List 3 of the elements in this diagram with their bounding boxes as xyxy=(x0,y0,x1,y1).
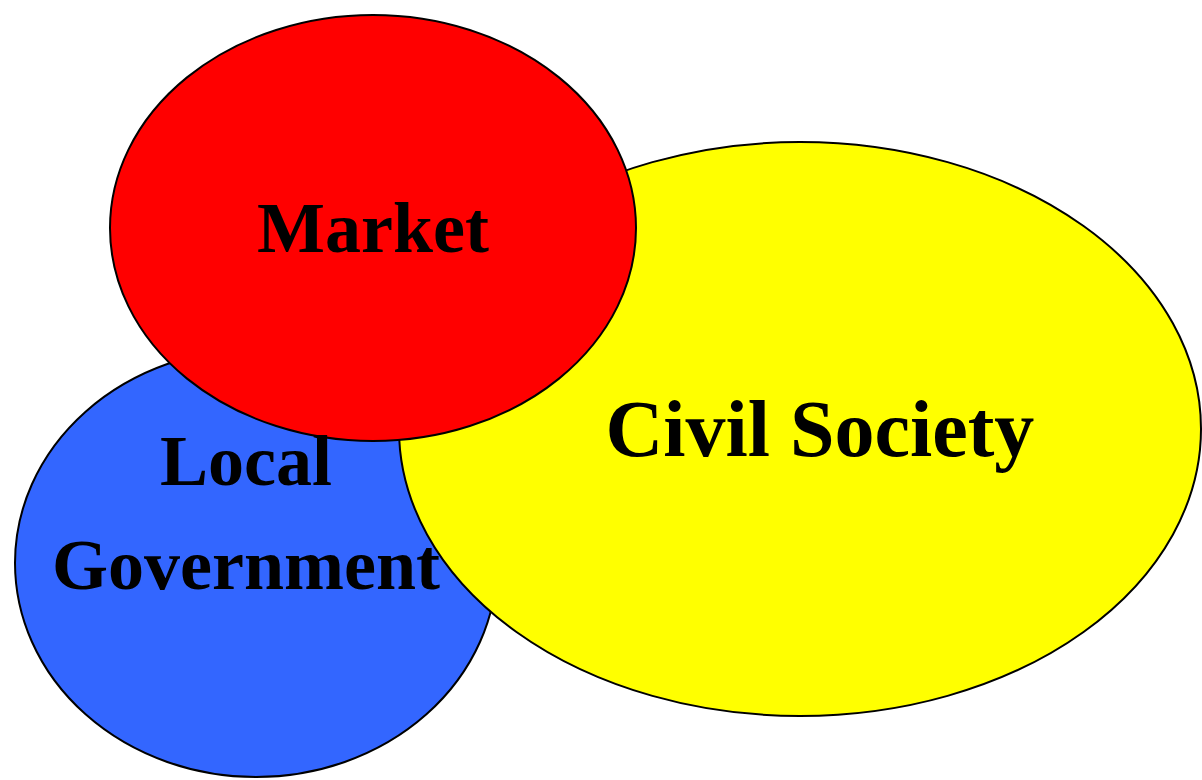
ellipse-label: Local Government xyxy=(51,419,441,607)
ellipse-label: Market xyxy=(257,187,489,270)
ellipse-label: Civil Society xyxy=(605,384,1035,475)
